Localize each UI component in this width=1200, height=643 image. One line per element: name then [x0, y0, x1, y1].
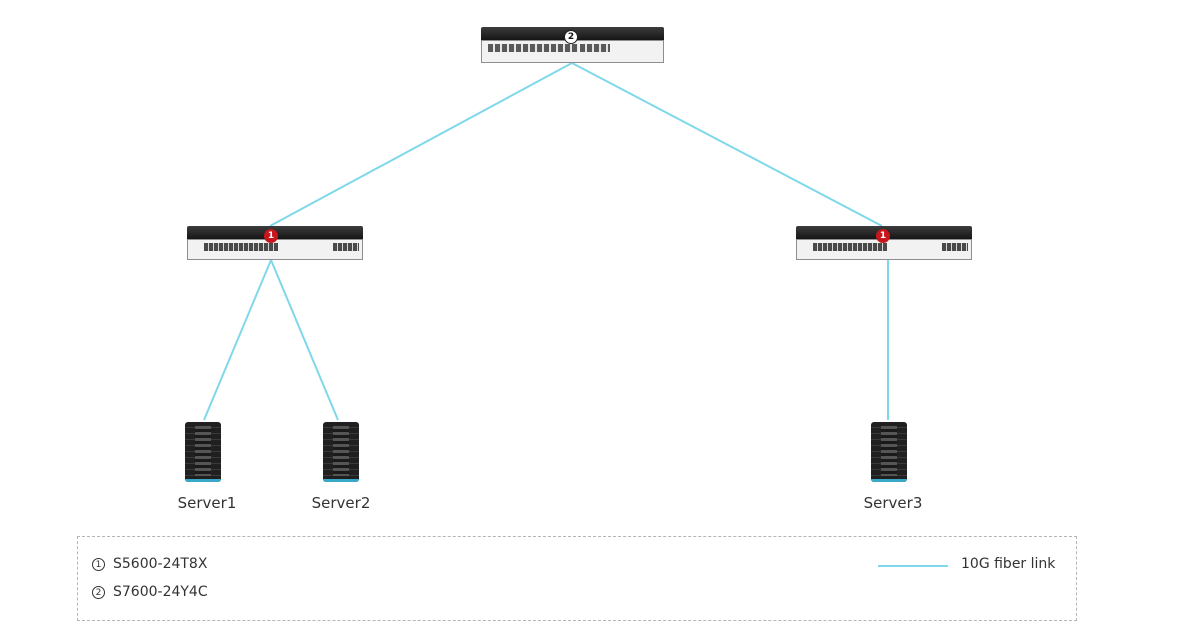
core-switch: 2 [481, 27, 664, 63]
legend-item-1-text: S5600-24T8X [113, 556, 208, 572]
link-core-agg2 [571, 62, 883, 227]
server3-label: Server3 [863, 494, 923, 512]
link-agg1-server2 [270, 259, 339, 421]
legend-item-2: 2 S7600-24Y4C [92, 584, 208, 600]
access-switch-2: 1 [796, 226, 972, 260]
legend-link-label: 10G fiber link [961, 556, 1056, 572]
access-switch-2-badge: 1 [876, 229, 890, 243]
server1-label: Server1 [177, 494, 237, 512]
access-switch-1: 1 [187, 226, 363, 260]
legend-marker-2: 2 [92, 585, 105, 599]
legend-item-2-text: S7600-24Y4C [113, 584, 208, 600]
legend-marker-1: 1 [92, 557, 105, 571]
link-agg1-server1 [203, 259, 272, 421]
server2-label: Server2 [311, 494, 371, 512]
legend-link-swatch [878, 565, 948, 567]
core-switch-badge: 2 [564, 30, 578, 44]
server-icon-2 [323, 422, 359, 482]
server-icon-3 [871, 422, 907, 482]
link-core-agg1 [269, 62, 573, 227]
legend-box: 1 S5600-24T8X 2 S7600-24Y4C 10G fiber li… [77, 536, 1077, 621]
legend-item-1: 1 S5600-24T8X [92, 556, 207, 572]
server-icon-1 [185, 422, 221, 482]
access-switch-1-badge: 1 [264, 229, 278, 243]
